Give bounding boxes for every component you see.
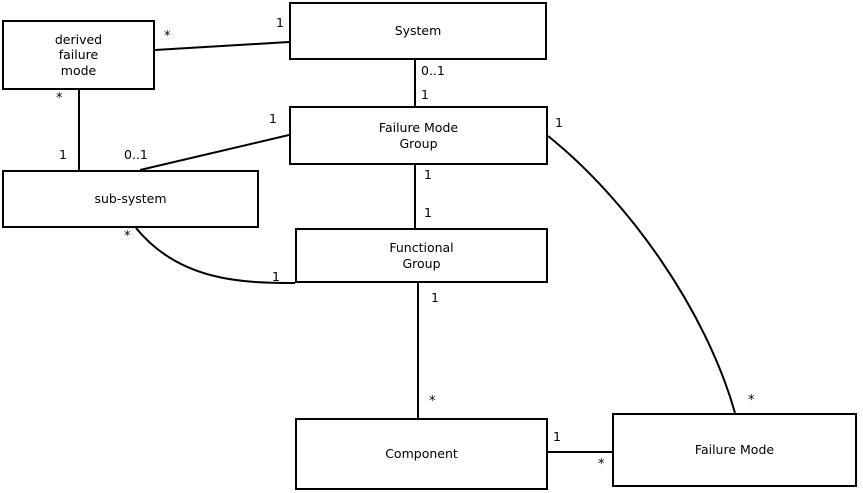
- multiplicity-label: 1: [431, 290, 439, 305]
- association-sub-system-to-functional-group: [135, 227, 296, 284]
- class-name-derived-failure-mode: derived failure mode: [54, 31, 103, 78]
- multiplicity-label: 1: [59, 147, 67, 162]
- class-box-failure-mode[interactable]: Failure Mode: [612, 413, 857, 487]
- multiplicity-label: 1: [272, 269, 280, 284]
- association-sub-system-to-failure-mode-group: [139, 134, 290, 171]
- multiplicity-label: 1: [276, 15, 284, 30]
- multiplicity-label: 0..1: [124, 147, 148, 162]
- class-box-derived-failure-mode[interactable]: derived failure mode: [2, 20, 155, 90]
- multiplicity-label: 1: [424, 205, 432, 220]
- multiplicity-label: 1: [424, 167, 432, 182]
- multiplicity-label: 1: [421, 87, 429, 102]
- class-box-functional-group[interactable]: Functional Group: [295, 228, 548, 283]
- class-box-sub-system[interactable]: sub-system: [2, 170, 259, 228]
- multiplicity-label: *: [598, 457, 605, 472]
- association-derived-failure-mode-to-system: [154, 41, 290, 51]
- class-name-component: Component: [385, 446, 458, 462]
- multiplicity-label: *: [429, 394, 436, 409]
- multiplicity-label: *: [124, 229, 131, 244]
- multiplicity-label: 0..1: [421, 63, 445, 78]
- multiplicity-label: *: [748, 393, 755, 408]
- class-box-component[interactable]: Component: [295, 418, 548, 490]
- class-name-functional-group: Functional Group: [389, 240, 454, 271]
- class-box-system[interactable]: System: [289, 2, 547, 60]
- class-box-failure-mode-group[interactable]: Failure Mode Group: [289, 106, 548, 165]
- multiplicity-label: 1: [555, 115, 563, 130]
- multiplicity-label: 1: [269, 111, 277, 126]
- multiplicity-label: *: [56, 91, 63, 106]
- association-failure-mode-group-to-failure-mode: [547, 135, 736, 414]
- class-name-failure-mode-group: Failure Mode Group: [378, 120, 459, 151]
- class-name-failure-mode: Failure Mode: [694, 442, 775, 458]
- class-name-sub-system: sub-system: [94, 191, 167, 207]
- multiplicity-label: 1: [553, 429, 561, 444]
- multiplicity-label: *: [164, 29, 171, 44]
- class-name-system: System: [394, 23, 442, 39]
